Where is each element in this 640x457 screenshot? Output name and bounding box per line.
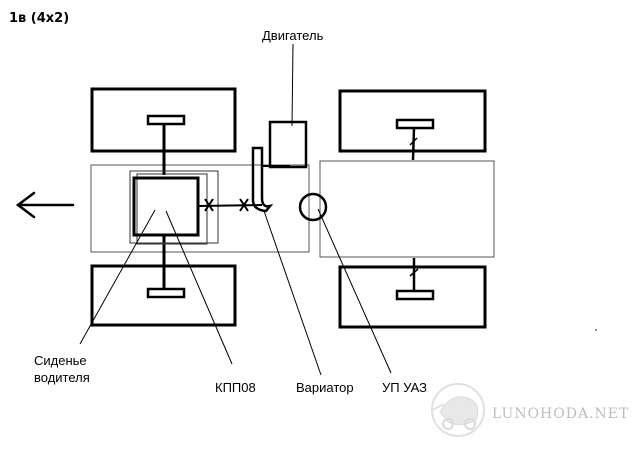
axle-label: УП УАЗ [382,380,427,395]
drive-shaft [197,198,263,212]
watermark-text: LUNOHODA.NET [492,406,629,422]
wheel-rear-right [338,265,487,329]
leader-lines [79,43,392,376]
watermark-logo [431,383,485,437]
axle-reducer-circle [298,192,328,222]
engine-label: Двигатель [262,28,324,43]
direction-arrow [15,191,75,219]
seat-outline [129,170,219,244]
stray-dot [595,329,597,331]
diagram-title: 1в (4x2) [9,11,69,26]
hub-rear-right [395,258,435,301]
variator-body [251,146,274,213]
seat-label-line1: Сиденье [34,353,87,368]
gearbox-box [132,176,200,237]
hub-rear-left [395,118,435,161]
seat-label-line2: водителя [34,370,90,385]
gearbox-label: КПП08 [215,380,256,395]
rear-frame [319,160,495,258]
front-frame [90,164,310,253]
variator-label: Вариатор [296,380,354,395]
hub-front-left [146,114,186,152]
engine-box [268,120,308,169]
